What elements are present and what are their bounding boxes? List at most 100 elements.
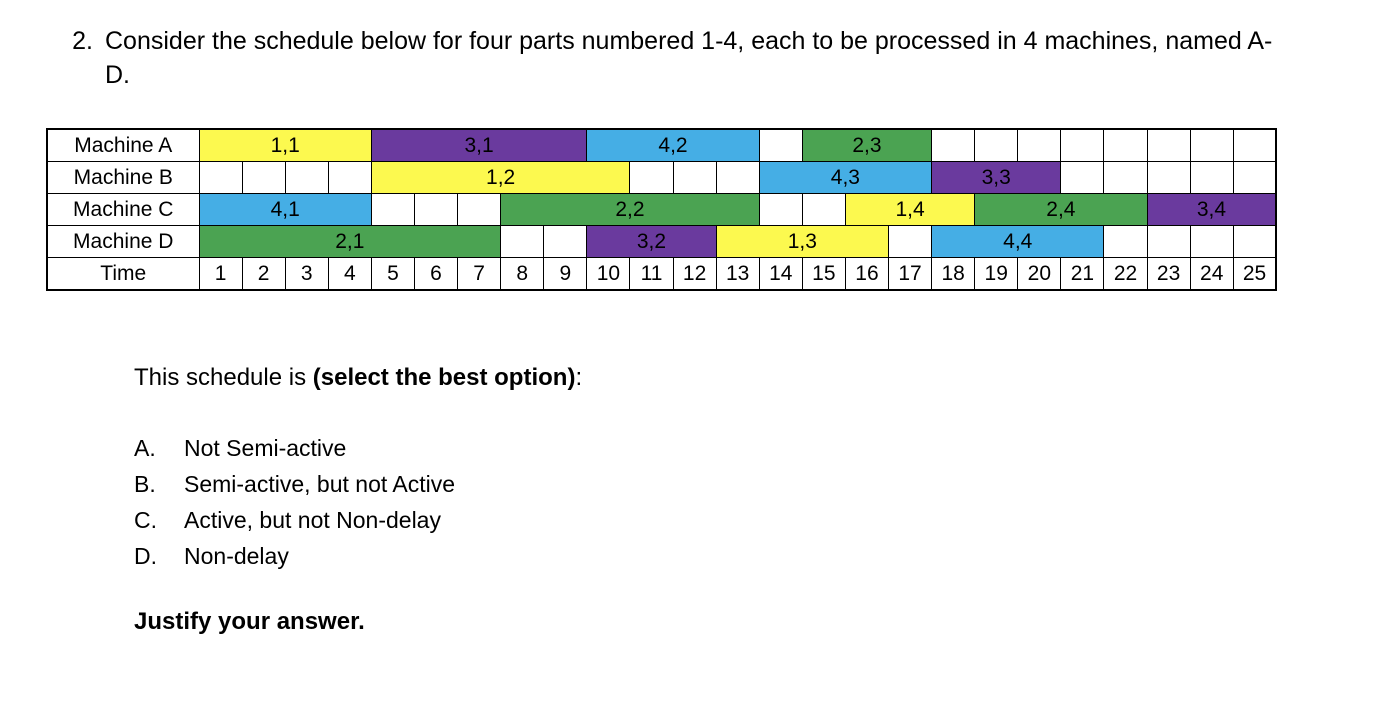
time-tick: 22 (1103, 257, 1148, 291)
time-tick: 14 (758, 257, 803, 291)
time-tick: 3 (284, 257, 329, 291)
time-tick: 21 (1060, 257, 1105, 291)
idle-slot (1232, 225, 1277, 258)
idle-slot (1189, 161, 1234, 194)
time-tick: 20 (1017, 257, 1062, 291)
task-block: 4,1 (198, 193, 372, 226)
task-block: 2,4 (974, 193, 1148, 226)
time-tick: 1 (198, 257, 243, 291)
idle-slot (758, 128, 803, 162)
question-number: 2. (72, 27, 93, 55)
answer-prompt-plain: This schedule is (134, 364, 313, 391)
idle-slot (974, 128, 1019, 162)
time-tick: 4 (327, 257, 372, 291)
idle-slot (500, 225, 545, 258)
machine-label: Machine C (46, 193, 200, 226)
idle-slot (1146, 128, 1191, 162)
idle-slot (758, 193, 803, 226)
option-letter: D. (134, 543, 157, 569)
idle-slot (284, 161, 329, 194)
idle-slot (1146, 225, 1191, 258)
machine-label: Machine A (46, 128, 200, 162)
time-tick: 5 (370, 257, 415, 291)
answer-option-d[interactable]: D. Non-delay (134, 538, 734, 574)
task-block: 1,3 (715, 225, 890, 258)
answer-prompt: This schedule is (select the best option… (134, 362, 582, 394)
task-block: 3,2 (586, 225, 717, 258)
option-letter: A. (134, 435, 156, 461)
idle-slot (887, 225, 933, 258)
option-label: Active, but not Non-delay (184, 507, 441, 533)
idle-slot (629, 161, 674, 194)
idle-slot (457, 193, 502, 226)
time-tick: 10 (586, 257, 631, 291)
option-label: Semi-active, but not Active (184, 471, 456, 497)
justify-instruction: Justify your answer. (134, 608, 365, 635)
time-tick: 18 (931, 257, 976, 291)
task-block: 1,1 (198, 128, 372, 162)
answer-option-a[interactable]: A. Not Semi-active (134, 430, 734, 466)
task-block: 3,4 (1146, 193, 1277, 226)
time-tick: 6 (413, 257, 459, 291)
task-block: 4,2 (586, 128, 760, 162)
task-block: 2,2 (500, 193, 760, 226)
time-tick: 15 (801, 257, 846, 291)
time-tick: 24 (1189, 257, 1234, 291)
idle-slot (672, 161, 717, 194)
idle-slot (327, 161, 372, 194)
machine-label: Machine D (46, 225, 200, 258)
time-tick: 17 (887, 257, 933, 291)
task-block: 4,4 (931, 225, 1105, 258)
task-block: 3,3 (931, 161, 1062, 194)
question-text: Consider the schedule below for four par… (105, 27, 1273, 89)
task-block: 1,4 (844, 193, 976, 226)
time-tick: 23 (1146, 257, 1191, 291)
option-label: Not Semi-active (184, 435, 347, 461)
task-block: 2,3 (801, 128, 933, 162)
answer-option-b[interactable]: B.Semi-active, but not Active (134, 466, 734, 502)
question-block: 2. Consider the schedule below for four … (60, 24, 1290, 92)
idle-slot (1103, 161, 1148, 194)
time-tick: 19 (974, 257, 1019, 291)
idle-slot (1060, 161, 1105, 194)
idle-slot (370, 193, 415, 226)
task-block: 4,3 (758, 161, 933, 194)
time-tick: 2 (241, 257, 286, 291)
option-letter: C. (134, 507, 157, 533)
time-tick: 12 (672, 257, 717, 291)
idle-slot (801, 193, 846, 226)
idle-slot (931, 128, 976, 162)
answer-prompt-bold: (select the best option) (312, 364, 576, 391)
idle-slot (1017, 128, 1062, 162)
idle-slot (413, 193, 459, 226)
option-label: Non-delay (184, 543, 289, 569)
task-block: 3,1 (370, 128, 588, 162)
idle-slot (1189, 225, 1234, 258)
task-block: 1,2 (370, 161, 631, 194)
time-tick: 25 (1232, 257, 1277, 291)
time-tick: 13 (715, 257, 760, 291)
idle-slot (543, 225, 588, 258)
answer-prompt-suffix: : (575, 364, 583, 391)
idle-slot (1232, 128, 1277, 162)
idle-slot (198, 161, 243, 194)
idle-slot (241, 161, 286, 194)
idle-slot (1060, 128, 1105, 162)
idle-slot (1103, 225, 1148, 258)
idle-slot (715, 161, 760, 194)
time-tick: 7 (457, 257, 502, 291)
idle-slot (1103, 128, 1148, 162)
time-tick: 8 (500, 257, 545, 291)
idle-slot (1232, 161, 1277, 194)
idle-slot (1189, 128, 1234, 162)
answer-option-c[interactable]: C. Active, but not Non-delay (134, 502, 734, 538)
time-tick: 11 (629, 257, 674, 291)
